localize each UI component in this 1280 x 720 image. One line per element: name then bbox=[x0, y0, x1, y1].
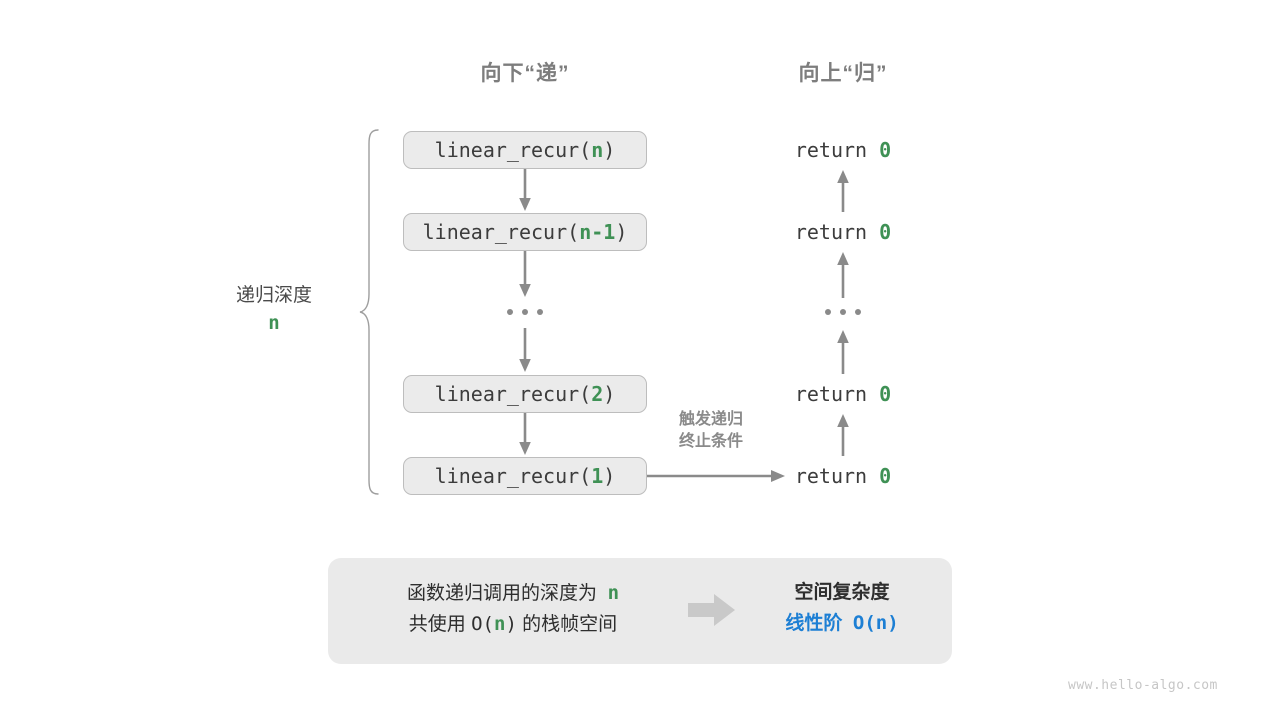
return-value: 0 bbox=[879, 382, 892, 406]
call-box-2-arg: 2 bbox=[591, 382, 604, 406]
call-box-1: linear_recur(1) bbox=[403, 457, 647, 495]
space-complexity-value: 线性阶 O(n) bbox=[752, 608, 932, 639]
return-statement-third: return 0 bbox=[723, 382, 963, 406]
return-value: 0 bbox=[879, 464, 892, 488]
summary-line-2-big-o: O( bbox=[471, 613, 494, 636]
summary-line-2-var: n bbox=[493, 613, 506, 636]
call-box-2: linear_recur(2) bbox=[403, 375, 647, 413]
return-keyword: return bbox=[794, 220, 868, 244]
down-arrow-2 bbox=[515, 251, 535, 299]
return-statement-base: return 0 bbox=[723, 464, 963, 488]
base-case-arrow bbox=[647, 467, 787, 485]
up-arrow-4 bbox=[833, 412, 853, 456]
summary-line-2-close: ) bbox=[505, 613, 517, 636]
summary-line-1-prefix: 函数递归调用的深度为 bbox=[406, 583, 597, 604]
call-box-n: linear_recur(n) bbox=[403, 131, 647, 169]
summary-line-1-var: n bbox=[607, 582, 620, 604]
termination-note-line1: 触发递归 bbox=[678, 411, 743, 428]
call-box-n-close: ) bbox=[603, 138, 616, 162]
implies-arrow-icon bbox=[688, 593, 736, 627]
right-ellipsis-dots bbox=[825, 309, 861, 315]
summary-line-2-prefix: 共使用 bbox=[408, 614, 466, 636]
column-header-down: 向下“递” bbox=[480, 62, 570, 85]
space-complexity-title: 空间复杂度 bbox=[794, 582, 890, 603]
dot bbox=[840, 309, 846, 315]
space-complexity-order: 线性阶 bbox=[785, 613, 843, 635]
return-keyword: return bbox=[794, 464, 868, 488]
call-box-2-close: ) bbox=[603, 382, 616, 406]
dot bbox=[855, 309, 861, 315]
recursion-depth-value: n bbox=[268, 311, 280, 334]
call-box-n-minus-1-close: ) bbox=[615, 220, 628, 244]
call-box-n-minus-1: linear_recur(n-1) bbox=[403, 213, 647, 251]
summary-panel bbox=[328, 558, 952, 664]
return-value: 0 bbox=[879, 220, 892, 244]
recursion-depth-label: 递归深度 n bbox=[184, 282, 364, 337]
call-box-1-name: linear_recur( bbox=[434, 464, 592, 488]
up-arrow-1 bbox=[833, 168, 853, 212]
down-arrow-3 bbox=[515, 328, 535, 374]
return-statement-second: return 0 bbox=[723, 220, 963, 244]
dot bbox=[537, 309, 543, 315]
call-box-1-arg: 1 bbox=[591, 464, 604, 488]
down-arrow-1 bbox=[515, 169, 535, 213]
return-statement-top: return 0 bbox=[723, 138, 963, 162]
return-value: 0 bbox=[879, 138, 892, 162]
return-keyword: return bbox=[794, 138, 868, 162]
return-keyword: return bbox=[794, 382, 868, 406]
summary-right-text: 空间复杂度 线性阶 O(n) bbox=[752, 578, 932, 640]
call-box-n-arg: n bbox=[591, 138, 604, 162]
call-box-1-close: ) bbox=[603, 464, 616, 488]
dot bbox=[507, 309, 513, 315]
dot bbox=[825, 309, 831, 315]
summary-line-2: 共使用 O(n) 的栈帧空间 bbox=[348, 609, 678, 640]
recursion-depth-text: 递归深度 bbox=[235, 285, 312, 306]
termination-note-line2: 终止条件 bbox=[678, 432, 743, 450]
summary-line-2-suffix: 的栈帧空间 bbox=[522, 614, 618, 636]
watermark: www.hello-algo.com bbox=[1068, 678, 1218, 693]
summary-line-1: 函数递归调用的深度为 n bbox=[348, 578, 678, 609]
up-arrow-2 bbox=[833, 250, 853, 298]
call-box-n-name: linear_recur( bbox=[434, 138, 592, 162]
down-arrow-4 bbox=[515, 413, 535, 457]
space-complexity-notation: O(n) bbox=[852, 612, 899, 635]
call-box-n-minus-1-name: linear_recur( bbox=[422, 220, 580, 244]
call-box-n-minus-1-arg: n-1 bbox=[579, 220, 616, 244]
termination-condition-note: 触发递归 终止条件 bbox=[648, 409, 774, 452]
summary-left-text: 函数递归调用的深度为 n 共使用 O(n) 的栈帧空间 bbox=[348, 578, 678, 641]
call-box-2-name: linear_recur( bbox=[434, 382, 592, 406]
dot bbox=[522, 309, 528, 315]
up-arrow-3 bbox=[833, 328, 853, 374]
depth-brace bbox=[358, 126, 382, 498]
left-ellipsis-dots bbox=[507, 309, 543, 315]
column-header-up: 向上“归” bbox=[798, 62, 888, 85]
